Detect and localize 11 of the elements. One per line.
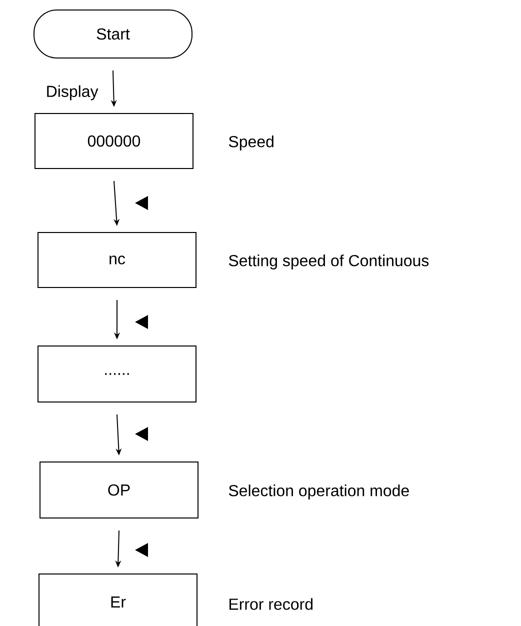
description: Setting speed of Continuous xyxy=(228,254,429,270)
process-box: ...... xyxy=(38,346,196,402)
terminal-box: Start xyxy=(34,10,192,58)
process-box: nc xyxy=(38,232,196,288)
description: Error record xyxy=(230,598,312,610)
edge-label: Display xyxy=(47,85,98,100)
process-box: 000000 xyxy=(34,113,194,169)
process-box: Er xyxy=(38,574,198,626)
process-box: OP xyxy=(40,462,198,518)
description: Speed xyxy=(228,136,274,150)
description: Selection operation mode xyxy=(228,484,409,500)
